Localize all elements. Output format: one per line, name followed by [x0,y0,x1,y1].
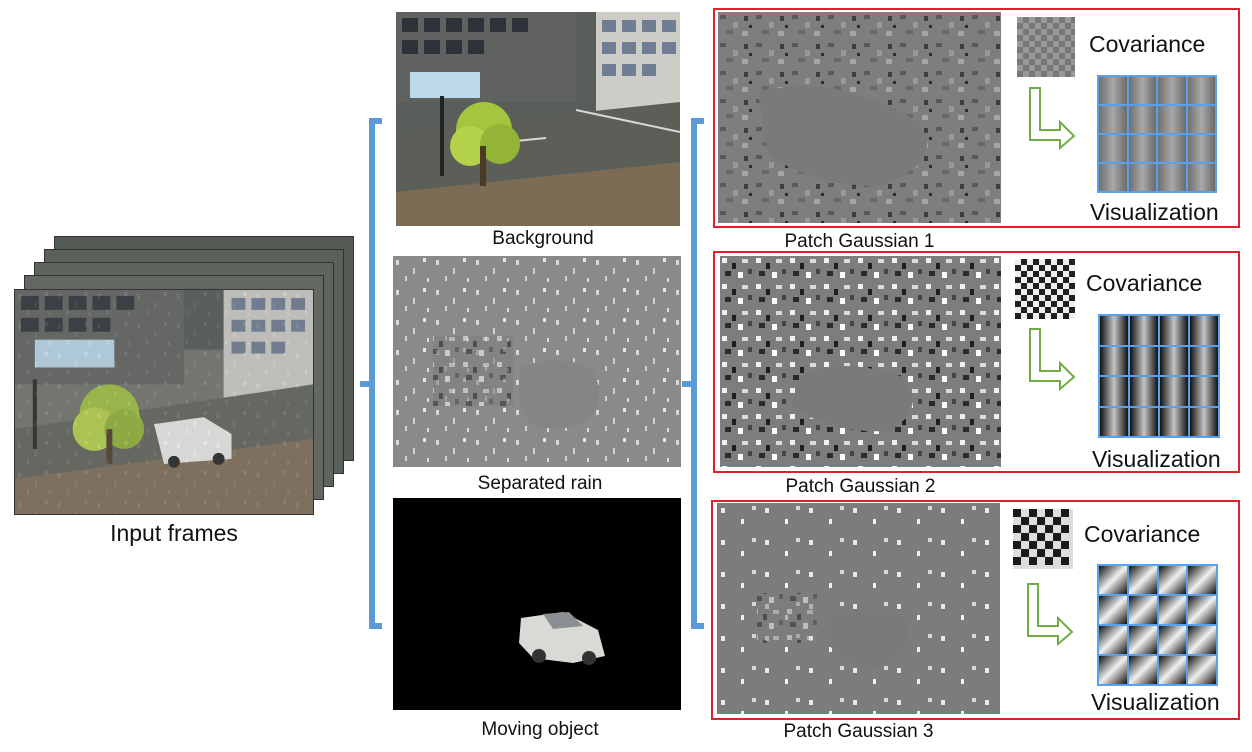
grid-cell [1098,134,1128,163]
grid-cell [1098,625,1128,655]
grid-cell [1187,625,1217,655]
grid-cell [1098,105,1128,134]
grid-cell [1099,376,1129,407]
patch-gaussian-2-image [720,256,1001,467]
patch-gaussian-2-covariance-label: Covariance [1086,270,1203,296]
patch-gaussian-2-arrow-icon [1029,328,1076,391]
background-caption: Background [492,228,594,249]
patch-gaussian-1-covariance-thumbnail [1017,17,1075,77]
grid-cell [1098,163,1128,192]
grid-cell [1159,315,1189,346]
grid-cell [1159,376,1189,407]
patch-gaussian-2-visualization-grid [1098,314,1220,438]
patch-gaussian-1-image [718,12,1001,223]
grid-cell [1127,163,1157,192]
grid-cell [1187,595,1217,625]
patch-gaussian-1-covariance-label: Covariance [1089,31,1206,57]
background-image [396,12,680,226]
grid-cell [1127,134,1157,163]
grid-cell [1129,406,1159,437]
grid-cell [1187,655,1217,685]
grid-cell [1189,376,1219,407]
patch-gaussian-3-caption: Patch Gaussian 3 [783,721,934,742]
patch-gaussian-3-covariance-label: Covariance [1084,521,1201,547]
grid-cell [1159,345,1189,376]
patch-gaussian-3-covariance-thumbnail [1013,509,1073,569]
grid-cell [1186,76,1216,105]
grid-cell [1157,105,1187,134]
grid-cell [1098,595,1128,625]
grid-cell [1099,315,1129,346]
grid-cell [1129,376,1159,407]
left-bracket [360,118,382,629]
right-bracket [682,118,704,629]
grid-cell [1186,105,1216,134]
separated-rain-caption: Separated rain [477,473,603,494]
grid-cell [1157,163,1187,192]
grid-cell [1189,315,1219,346]
grid-cell [1127,625,1158,655]
grid-cell [1157,655,1188,685]
patch-gaussian-1-box [713,8,1240,228]
grid-cell [1159,406,1189,437]
grid-cell [1127,655,1158,685]
grid-cell [1129,345,1159,376]
grid-cell [1127,565,1158,595]
patch-gaussian-1-arrow-icon [1029,87,1076,150]
grid-cell [1186,163,1216,192]
grid-cell [1157,76,1187,105]
grid-cell [1157,134,1187,163]
grid-cell [1129,315,1159,346]
input-frames-caption: Input frames [110,520,238,546]
grid-cell [1099,345,1129,376]
patch-gaussian-3-box [711,500,1240,720]
grid-cell [1186,134,1216,163]
moving-object-image [393,498,681,710]
patch-gaussian-3-image [717,503,1000,714]
grid-cell [1099,406,1129,437]
patch-gaussian-1-visualization-label: Visualization [1090,199,1219,225]
grid-cell [1157,565,1188,595]
patch-gaussian-2-covariance-thumbnail [1015,259,1075,319]
grid-cell [1157,595,1188,625]
grid-cell [1098,565,1128,595]
grid-cell [1189,406,1219,437]
grid-cell [1127,76,1157,105]
input-frame-front [14,289,314,515]
patch-gaussian-3-visualization-label: Visualization [1091,689,1220,715]
patch-gaussian-1-caption: Patch Gaussian 1 [784,231,935,252]
patch-gaussian-2-visualization-label: Visualization [1092,446,1221,472]
patch-gaussian-2-box [713,251,1240,473]
moving-object-caption: Moving object [481,719,599,740]
grid-cell [1189,345,1219,376]
patch-gaussian-3-visualization-grid [1097,564,1218,686]
patch-gaussian-1-visualization-grid [1097,75,1217,193]
grid-cell [1098,655,1128,685]
grid-cell [1127,105,1157,134]
separated-rain-image [393,256,681,467]
grid-cell [1098,76,1128,105]
grid-cell [1187,565,1217,595]
grid-cell [1157,625,1188,655]
patch-gaussian-2-caption: Patch Gaussian 2 [785,476,936,497]
patch-gaussian-3-arrow-icon [1027,583,1074,646]
grid-cell [1127,595,1158,625]
